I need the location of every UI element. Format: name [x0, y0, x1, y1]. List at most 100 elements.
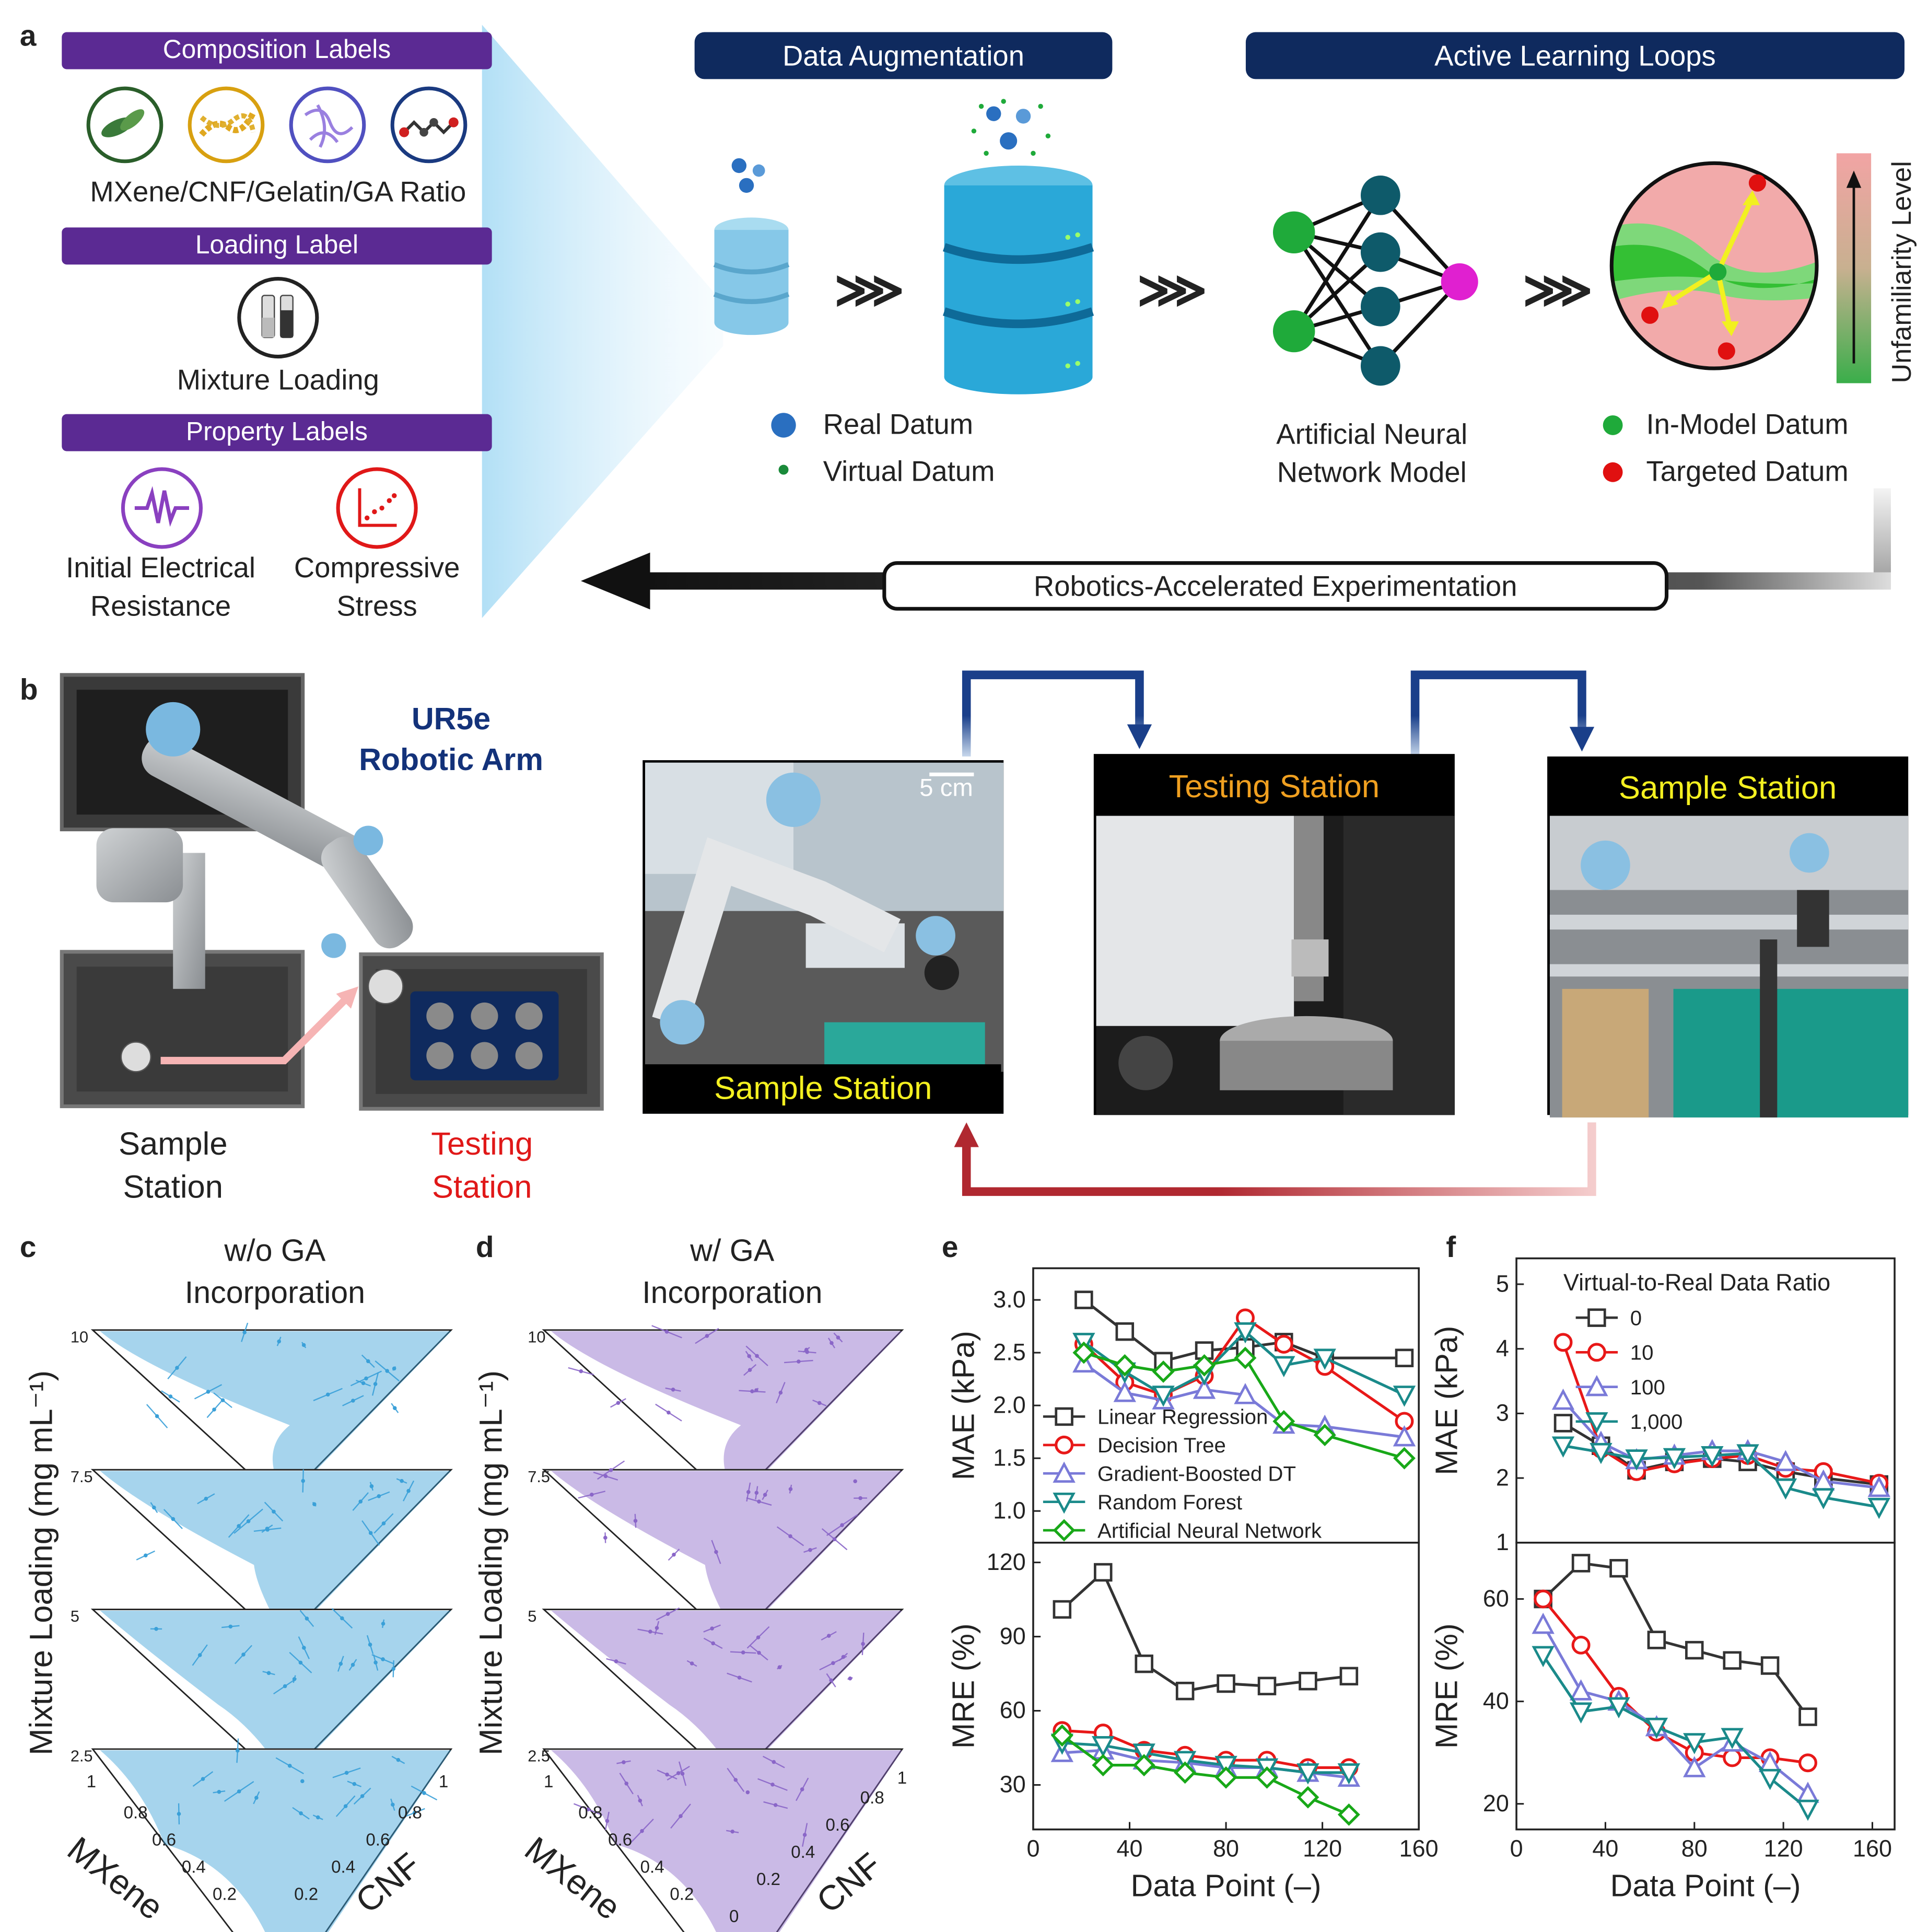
data-point-square	[1300, 1673, 1316, 1689]
sample-point	[603, 1536, 607, 1540]
sample-point	[152, 1506, 156, 1510]
y-tick-label: 5	[1496, 1270, 1509, 1297]
legend-entry-3: 1,000	[1576, 1410, 1683, 1434]
sample-point	[804, 1348, 809, 1352]
legend-label: 10	[1630, 1341, 1654, 1365]
sample-point	[679, 1814, 683, 1818]
sample-point	[770, 1783, 775, 1787]
sample-point	[358, 1499, 363, 1504]
neural-network-icon	[1267, 171, 1489, 393]
legend-title: Virtual-to-Real Data Ratio	[1563, 1269, 1830, 1296]
sample-point	[351, 1663, 355, 1667]
y-tick-label: 40	[1483, 1687, 1509, 1714]
lab-scene-2	[1096, 816, 1455, 1115]
sample-point	[237, 1524, 241, 1528]
x-tick-label: 40	[1117, 1835, 1143, 1862]
sample-point	[861, 1642, 865, 1646]
data-point-circle	[1276, 1336, 1292, 1353]
data-point-diamond	[1116, 1356, 1134, 1375]
sample-point	[747, 1354, 751, 1358]
sample-point	[605, 1819, 610, 1823]
sample-point	[201, 1777, 205, 1781]
sample-point	[774, 1803, 778, 1807]
legend-label: Linear Regression	[1097, 1405, 1268, 1429]
sample-point	[377, 1494, 381, 1498]
data-point-square	[1259, 1678, 1275, 1694]
data-point-square	[1076, 1292, 1092, 1308]
sample-point	[385, 1369, 389, 1373]
x-tick-label: 160	[1399, 1835, 1439, 1862]
targeted-datum-text: Targeted Datum	[1646, 452, 1849, 491]
small-database-icon	[702, 156, 801, 341]
data-point-square	[1611, 1560, 1627, 1576]
sample-point	[829, 1678, 833, 1682]
sample-point	[741, 1650, 745, 1655]
data-point-square	[1649, 1632, 1665, 1648]
legend-entry-1: Decision Tree	[1043, 1434, 1226, 1457]
sample-point	[579, 1369, 583, 1374]
data-point-triangle	[1534, 1615, 1552, 1633]
sample-point	[299, 1661, 303, 1665]
sample-point	[730, 1830, 734, 1834]
sample-point	[316, 1815, 320, 1820]
sample-point	[369, 1531, 373, 1535]
sample-point	[746, 1490, 751, 1494]
sample-point	[302, 1646, 306, 1650]
sample-point	[351, 1399, 355, 1403]
data-point-square	[1588, 1310, 1605, 1326]
sample-point	[858, 1496, 862, 1500]
sample-point	[381, 1622, 385, 1626]
x-tick-label: 0	[1026, 1835, 1039, 1862]
in-model-datum-text: In-Model Datum	[1646, 405, 1849, 444]
sample-point	[300, 1779, 305, 1784]
sample-point	[757, 1651, 761, 1655]
sample-point	[640, 1829, 644, 1833]
data-point-diamond	[1055, 1521, 1073, 1539]
c-level-5: 5	[71, 1607, 79, 1625]
composition-labels-pill: Composition Labels	[62, 32, 492, 69]
sample-point	[229, 1625, 233, 1629]
data-point-circle	[1573, 1637, 1589, 1653]
sample-point	[778, 1665, 782, 1669]
sample-point	[763, 1493, 767, 1497]
data-point-square	[1555, 1415, 1571, 1431]
sample-point	[283, 1684, 287, 1689]
y-tick-label: 20	[1483, 1790, 1509, 1817]
scale-bar	[929, 773, 974, 776]
data-point-square	[1056, 1409, 1072, 1425]
sample-point	[144, 1553, 148, 1557]
sample-point	[622, 1760, 626, 1764]
sample-point	[299, 1811, 303, 1815]
robotics-experimentation-box: Robotics-Accelerated Experimentation	[882, 561, 1668, 611]
sample-point	[212, 1407, 216, 1412]
data-point-square	[1724, 1652, 1740, 1669]
d-right-tick-0-2: 0.2	[756, 1869, 780, 1889]
sample-point	[638, 1799, 642, 1803]
y-tick-label: 3	[1496, 1400, 1509, 1426]
sample-point	[175, 1366, 179, 1370]
data-point-circle	[1056, 1437, 1072, 1453]
sample-point	[339, 1662, 343, 1666]
c-right-tick-0-6: 0.6	[366, 1830, 390, 1849]
sample-point	[302, 1343, 306, 1347]
sample-point	[666, 1612, 670, 1616]
sample-point	[665, 1330, 669, 1334]
sample-point	[267, 1671, 271, 1675]
data-point-down-triangle	[1798, 1801, 1817, 1818]
sample-point	[789, 1487, 793, 1491]
sample-point	[756, 1635, 761, 1639]
data-point-square	[1218, 1675, 1234, 1692]
data-point-square	[1136, 1656, 1152, 1672]
in-model-targeted-markers	[1600, 413, 1628, 487]
sample-point	[242, 1330, 247, 1334]
data-point-circle	[1724, 1750, 1740, 1766]
y-tick-label: 60	[1483, 1585, 1509, 1612]
data-point-diamond	[1299, 1788, 1317, 1806]
photo-2-caption: Testing Station	[1096, 756, 1452, 816]
y-axis-label: MRE (%)	[1429, 1623, 1464, 1749]
lab-scene-3	[1550, 816, 1908, 1118]
